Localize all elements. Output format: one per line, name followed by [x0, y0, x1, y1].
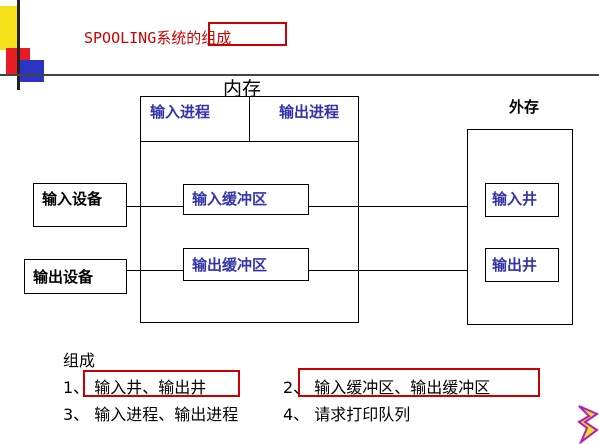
- item2-highlight: [298, 368, 540, 397]
- item1-highlight: [83, 370, 240, 397]
- corner-decoration-icon: [577, 405, 599, 444]
- slide-title: SPOOLING系统的组成: [84, 29, 232, 47]
- input-buffer-label: 输入缓冲区: [192, 190, 268, 208]
- external-box: [467, 129, 573, 325]
- output-well-label: 输出井: [492, 256, 538, 274]
- output-device-label: 输出设备: [33, 268, 94, 286]
- components-heading: 组成: [63, 351, 96, 370]
- memory-divider-v: [249, 96, 250, 142]
- component-item-2: 2、 输入缓冲区、输出缓冲区: [283, 378, 491, 397]
- component-item-1: 1、 输入井、输出井: [63, 378, 207, 397]
- input-buffer-box: 输入缓冲区: [183, 184, 309, 215]
- input-device-label: 输入设备: [42, 190, 103, 208]
- input-well-box: 输入井: [485, 183, 559, 217]
- output-device-box: 输出设备: [24, 259, 127, 294]
- title-highlight: [208, 22, 287, 46]
- output-buffer-line: [308, 270, 485, 271]
- input-process-label: 输入进程: [150, 103, 211, 121]
- input-device-box: 输入设备: [33, 183, 127, 227]
- component-item-4: 4、 请求打印队列: [283, 405, 411, 424]
- slide-logo: [0, 0, 50, 90]
- output-buffer-label: 输出缓冲区: [192, 256, 268, 274]
- external-label: 外存: [509, 98, 540, 116]
- output-well-box: 输出井: [485, 248, 559, 282]
- input-well-label: 输入井: [492, 190, 538, 208]
- component-item-3: 3、 输入进程、输出进程: [63, 405, 239, 424]
- input-buffer-line: [308, 206, 485, 207]
- output-device-line: [126, 270, 183, 271]
- output-buffer-box: 输出缓冲区: [183, 248, 309, 281]
- memory-label: 内存: [223, 78, 262, 100]
- input-device-line: [126, 206, 183, 207]
- title-rule: [0, 74, 599, 76]
- output-process-label: 输出进程: [279, 103, 340, 121]
